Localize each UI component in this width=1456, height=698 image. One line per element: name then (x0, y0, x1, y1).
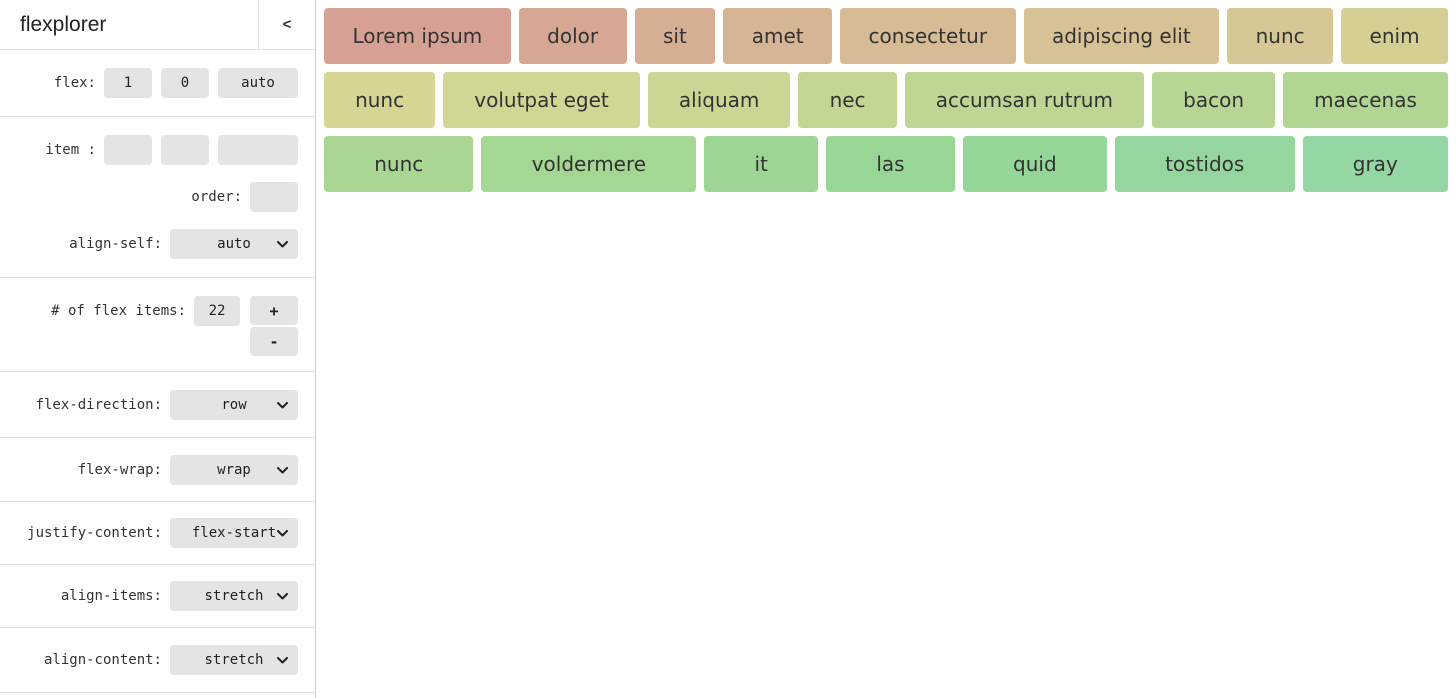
flex-item-count-label: # of flex items: (51, 303, 186, 319)
align-self-value: auto (217, 236, 251, 252)
flex-item[interactable]: maecenas (1283, 72, 1448, 128)
align-self-label: align-self: (69, 236, 162, 252)
order-input[interactable] (250, 182, 298, 212)
sidebar: flexplorer < flex: item : order: align-s… (0, 0, 316, 698)
flex-direction-section: flex-direction: row (0, 372, 315, 438)
chevron-down-icon (277, 657, 288, 664)
item-flex-basis-input[interactable] (218, 135, 298, 165)
flex-item[interactable]: nunc (324, 136, 474, 192)
flex-item[interactable]: adipiscing elit (1023, 8, 1220, 64)
remove-item-button[interactable]: - (250, 327, 298, 356)
align-content-value: stretch (204, 652, 264, 668)
flex-item-count-section: # of flex items: + - (0, 278, 315, 372)
flex-item[interactable]: volutpat eget (443, 72, 640, 128)
chevron-down-icon (277, 401, 288, 409)
flex-item[interactable]: nunc (1227, 8, 1334, 64)
flex-grow-input[interactable] (104, 68, 152, 98)
chevron-down-icon (277, 593, 288, 600)
align-self-select[interactable]: auto (170, 229, 298, 259)
item-label: item : (45, 142, 96, 158)
flex-item[interactable]: consectetur (840, 8, 1016, 64)
flex-item[interactable]: voldermere (481, 136, 697, 192)
flex-shorthand-section: flex: (0, 50, 315, 117)
flex-item[interactable]: nec (798, 72, 897, 128)
flex-item-count-input[interactable] (194, 296, 240, 326)
flex-wrap-select[interactable]: wrap (170, 454, 298, 485)
chevron-down-icon (277, 530, 288, 537)
flex-item[interactable]: nunc (324, 72, 436, 128)
flex-item[interactable]: tostidos (1114, 136, 1295, 192)
flex-item[interactable]: quid (962, 136, 1107, 192)
flex-item[interactable]: aliquam (647, 72, 791, 128)
flex-basis-input[interactable] (218, 68, 298, 98)
flex-item[interactable]: enim (1341, 8, 1449, 64)
item-flex-shrink-input[interactable] (161, 135, 209, 165)
flex-label: flex: (53, 75, 96, 91)
flex-shrink-input[interactable] (161, 68, 209, 98)
flex-item[interactable]: dolor (518, 8, 627, 64)
flex-direction-label: flex-direction: (35, 396, 162, 413)
flex-item[interactable]: sit (634, 8, 716, 64)
order-label: order: (191, 189, 242, 205)
chevron-down-icon (277, 466, 288, 474)
item-flex-row: item : (0, 135, 298, 165)
flex-direction-value: row (221, 396, 247, 413)
flex-item[interactable]: amet (723, 8, 833, 64)
align-items-section: align-items: stretch (0, 565, 315, 628)
flex-item[interactable]: gray (1302, 136, 1448, 192)
align-content-label: align-content: (43, 652, 162, 668)
flex-item[interactable]: it (704, 136, 819, 192)
justify-content-value: flex-start (191, 525, 277, 541)
count-stepper: + - (250, 296, 298, 356)
align-content-select[interactable]: stretch (170, 645, 298, 675)
item-flex-grow-input[interactable] (104, 135, 152, 165)
order-row: order: (0, 182, 298, 212)
collapse-sidebar-button[interactable]: < (258, 0, 315, 49)
justify-content-label: justify-content: (27, 525, 162, 541)
align-self-row: align-self: auto (0, 229, 298, 259)
sidebar-header: flexplorer < (0, 0, 315, 50)
app-title: flexplorer (20, 12, 107, 36)
flex-item[interactable]: las (826, 136, 955, 192)
align-items-label: align-items: (60, 588, 162, 604)
item-settings-section: item : order: align-self: auto (0, 117, 315, 278)
flex-item[interactable]: Lorem ipsum (324, 8, 511, 64)
flex-item[interactable]: bacon (1152, 72, 1276, 128)
flex-wrap-section: flex-wrap: wrap (0, 438, 315, 502)
align-items-select[interactable]: stretch (170, 581, 298, 611)
align-content-section: align-content: stretch (0, 628, 315, 693)
align-items-value: stretch (204, 588, 264, 604)
flex-item[interactable]: accumsan rutrum (904, 72, 1145, 128)
flex-wrap-label: flex-wrap: (77, 461, 162, 478)
flex-wrap-value: wrap (217, 461, 251, 478)
justify-content-select[interactable]: flex-start (170, 518, 298, 548)
justify-content-section: justify-content: flex-start (0, 502, 315, 565)
chevron-down-icon (277, 241, 288, 248)
flex-direction-select[interactable]: row (170, 389, 298, 420)
add-item-button[interactable]: + (250, 296, 298, 325)
